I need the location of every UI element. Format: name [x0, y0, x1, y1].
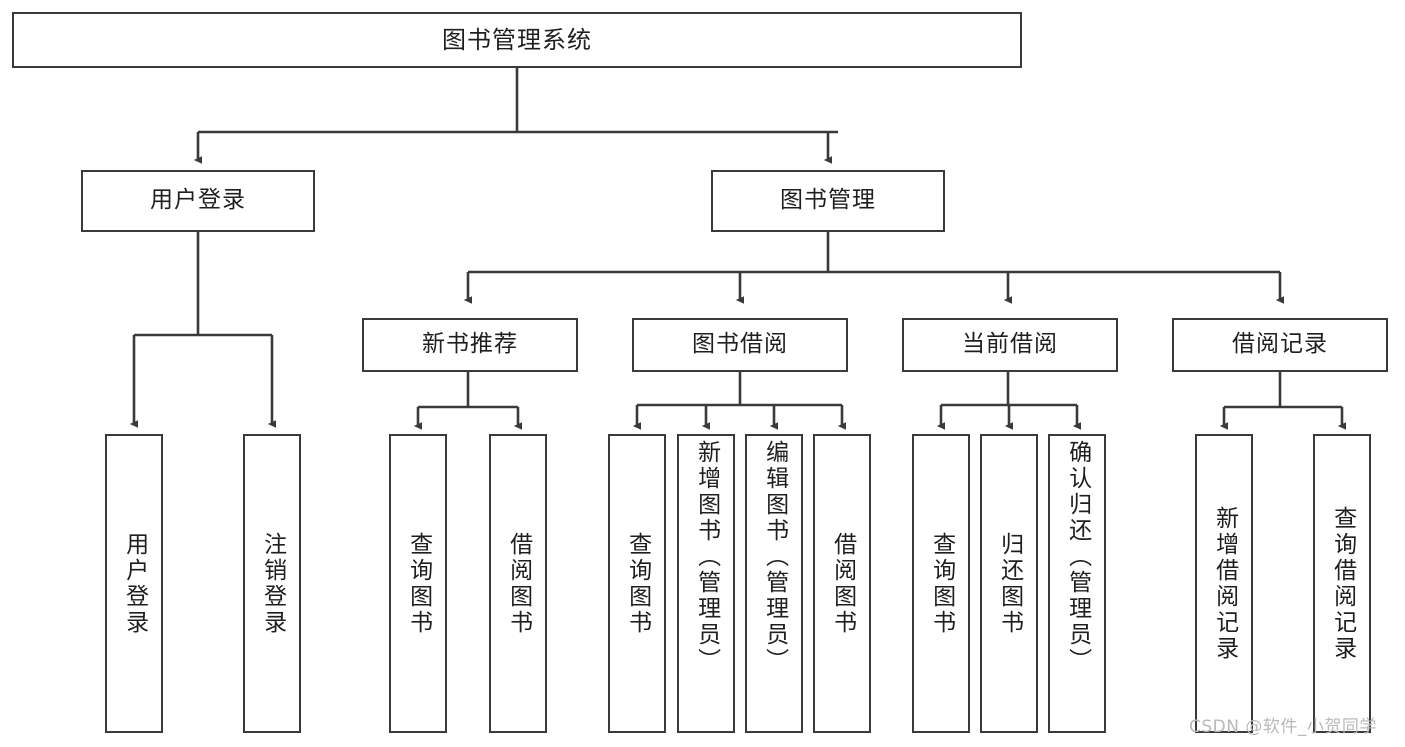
node-label: 借阅记录 [1232, 331, 1328, 358]
node-label: 归还图书 [996, 531, 1023, 636]
leaf-current-borrow-return[interactable]: 归还图书 [980, 434, 1038, 733]
leaf-current-borrow-confirm-return[interactable]: 确认归还（管理员） [1048, 434, 1106, 733]
node-label: 新增图书（管理员） [693, 440, 720, 674]
node-label: 查询图书 [405, 531, 432, 636]
node-user-login[interactable]: 用户登录 [81, 170, 315, 232]
leaf-user-login-login[interactable]: 用户登录 [105, 434, 163, 733]
node-borrow-record[interactable]: 借阅记录 [1172, 318, 1388, 372]
leaf-book-borrow-query[interactable]: 查询图书 [608, 434, 666, 733]
leaf-new-book-borrow[interactable]: 借阅图书 [489, 434, 547, 733]
node-book-management[interactable]: 图书管理 [711, 170, 945, 232]
node-book-borrow[interactable]: 图书借阅 [632, 318, 848, 372]
node-label: 注销登录 [259, 531, 286, 636]
node-label: 查询图书 [928, 531, 955, 636]
node-label: 查询借阅记录 [1329, 505, 1356, 662]
leaf-new-book-query[interactable]: 查询图书 [389, 434, 447, 733]
node-label: 用户登录 [150, 187, 246, 214]
leaf-book-borrow-add[interactable]: 新增图书（管理员） [677, 434, 735, 733]
node-label: 新增借阅记录 [1211, 505, 1238, 662]
node-label: 查询图书 [624, 531, 651, 636]
node-label: 图书借阅 [692, 331, 788, 358]
leaf-book-borrow-edit[interactable]: 编辑图书（管理员） [745, 434, 803, 733]
node-label: 确认归还（管理员） [1064, 440, 1091, 674]
leaf-borrow-record-query[interactable]: 查询借阅记录 [1313, 434, 1371, 733]
leaf-book-borrow-borrow[interactable]: 借阅图书 [813, 434, 871, 733]
node-label: 用户登录 [121, 531, 148, 636]
leaf-user-login-logout[interactable]: 注销登录 [243, 434, 301, 733]
node-label: 编辑图书（管理员） [761, 440, 788, 674]
node-label: 当前借阅 [962, 331, 1058, 358]
node-label: 图书管理系统 [442, 25, 592, 54]
watermark: CSDN @软件_小贺同学 [1189, 717, 1377, 737]
node-label: 图书管理 [780, 187, 876, 214]
node-current-borrow[interactable]: 当前借阅 [902, 318, 1118, 372]
node-label: 借阅图书 [505, 531, 532, 636]
leaf-current-borrow-query[interactable]: 查询图书 [912, 434, 970, 733]
node-new-book-recommend[interactable]: 新书推荐 [362, 318, 578, 372]
node-label: 新书推荐 [422, 331, 518, 358]
node-root-system[interactable]: 图书管理系统 [12, 12, 1022, 68]
node-label: 借阅图书 [829, 531, 856, 636]
leaf-borrow-record-add[interactable]: 新增借阅记录 [1195, 434, 1253, 733]
